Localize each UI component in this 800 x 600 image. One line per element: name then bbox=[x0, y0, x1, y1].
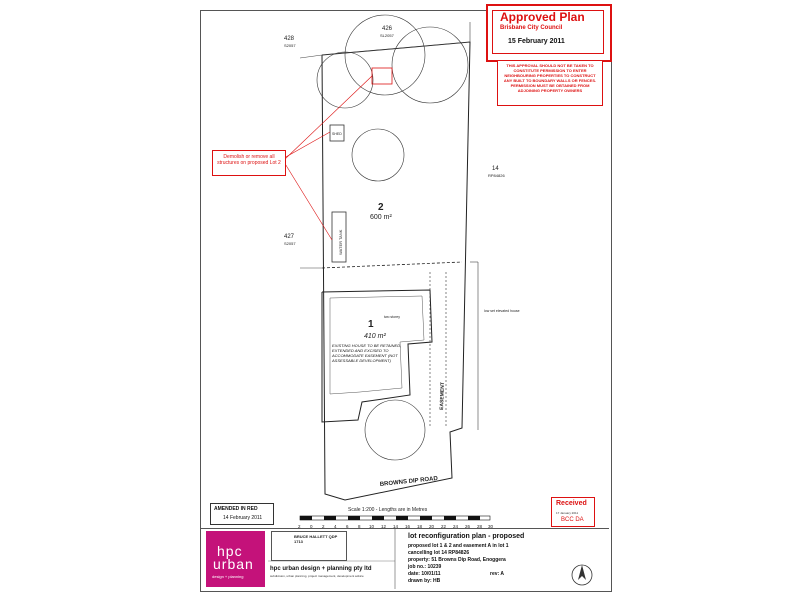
drawing-date: date: 10/01/11 bbox=[408, 571, 441, 577]
received-by: BCC DA bbox=[561, 517, 584, 523]
title-block bbox=[201, 528, 609, 590]
lot-boundary bbox=[321, 41, 471, 501]
drawing-proposal: proposed lot 1 & 2 and easement A in lot… bbox=[408, 543, 509, 549]
demolish-pointer bbox=[283, 131, 331, 159]
scale-tick: 2 bbox=[322, 524, 325, 529]
two-storey-label: two storey bbox=[384, 315, 400, 319]
neighbour-428-ref: S2057 bbox=[284, 43, 296, 48]
house-footprint bbox=[321, 289, 433, 423]
scale-tick: 28 bbox=[477, 524, 483, 529]
scale-tick: 8 bbox=[358, 524, 361, 529]
scale-tick: 6 bbox=[346, 524, 349, 529]
scale-tick: 0 bbox=[310, 524, 313, 529]
north-arrow-pointer bbox=[578, 565, 586, 580]
tree-canopy bbox=[344, 14, 426, 96]
logo-tagline: design + planning bbox=[212, 574, 244, 579]
tree-canopy bbox=[351, 128, 405, 182]
shed-label: SHED bbox=[332, 132, 342, 136]
certifier-name: BRUCE HALLETT QDP 1713 bbox=[294, 534, 338, 544]
house-note-label: low set elevated house bbox=[484, 309, 520, 313]
demolish-note: Demolish or remove all structures on pro… bbox=[212, 150, 286, 176]
demolish-text: Demolish or remove all structures on pro… bbox=[217, 154, 281, 166]
tree-canopy bbox=[364, 399, 426, 461]
neighbour-427-ref: S2057 bbox=[284, 241, 296, 246]
scale-bar bbox=[299, 515, 491, 521]
company-logo: hpc urban design + planning bbox=[206, 531, 265, 587]
drawing-drawn-by: drawn by: HB bbox=[408, 578, 441, 584]
approved-stamp: Approved Plan Brisbane City Council 15 F… bbox=[486, 4, 612, 62]
scale-tick: 26 bbox=[465, 524, 471, 529]
scale-tick: 18 bbox=[417, 524, 423, 529]
amended-box: AMENDED IN RED 14 February 2011 bbox=[210, 503, 274, 525]
company-services: subdivision, urban planning, project man… bbox=[270, 574, 364, 578]
lot-1-area: 410 m² bbox=[364, 333, 386, 340]
certifier-block: BRUCE HALLETT QDP 1713 bbox=[271, 531, 347, 561]
water-tank-label: WATER TANK bbox=[338, 229, 343, 255]
shed-structure bbox=[371, 67, 393, 85]
scale-tick: 16 bbox=[405, 524, 411, 529]
neighbour-line-428 bbox=[299, 54, 323, 59]
scale-tick: 24 bbox=[453, 524, 459, 529]
tree-canopy bbox=[391, 26, 469, 104]
lot-2-area: 600 m² bbox=[370, 214, 392, 221]
drawing-rev: rev: A bbox=[490, 571, 504, 577]
scale-tick: 10 bbox=[369, 524, 375, 529]
drawing-sheet bbox=[200, 10, 612, 592]
logo-line2: urban bbox=[213, 556, 254, 572]
stamp-date: 15 February 2011 bbox=[508, 38, 565, 45]
shed-structure bbox=[329, 124, 345, 142]
scale-tick: 30 bbox=[488, 524, 494, 529]
company-name: hpc urban design + planning pty ltd bbox=[270, 566, 372, 572]
scale-tick: 20 bbox=[429, 524, 435, 529]
stamp-council: Brisbane City Council bbox=[500, 25, 563, 31]
scale-tick: 2 bbox=[298, 524, 301, 529]
scale-tick: 12 bbox=[381, 524, 387, 529]
scale-text: Scale 1:200 - Lengths are in Metres bbox=[348, 507, 428, 513]
drawing-cancelling: cancelling lot 14 RP84826 bbox=[408, 550, 470, 556]
demolish-pointer bbox=[283, 161, 333, 241]
scale-tick: 14 bbox=[393, 524, 399, 529]
lot-division-line bbox=[321, 261, 463, 269]
neighbour-427: 427 bbox=[284, 234, 295, 240]
drawing-title: lot reconfiguration plan - proposed bbox=[408, 533, 525, 540]
logo-line1: hpc bbox=[217, 543, 243, 559]
received-label: Received bbox=[556, 500, 587, 507]
neighbour-14: 14 bbox=[492, 166, 499, 172]
neighbour-428: 428 bbox=[284, 36, 295, 42]
road-label: BROWNS DIP ROAD bbox=[380, 476, 439, 488]
conditions-note: This approval should not be taken to con… bbox=[497, 60, 603, 106]
received-stamp: Received 17 January 2011 BCC DA bbox=[551, 497, 595, 527]
house-inner-outline bbox=[329, 295, 425, 395]
lot-2-number: 2 bbox=[378, 202, 384, 213]
neighbour-14-ref: RP84826 bbox=[488, 173, 505, 178]
tree-canopy bbox=[316, 51, 374, 109]
stamp-title: Approved Plan bbox=[500, 10, 585, 24]
scale-tick: 22 bbox=[441, 524, 447, 529]
lot-1-note: EXISTING HOUSE TO BE RETAINED, EXTENDED … bbox=[332, 343, 402, 363]
neighbour-426: 426 bbox=[382, 26, 393, 32]
easement-label: EASEMENT bbox=[439, 382, 446, 410]
neighbour-426-ref: SL2057 bbox=[380, 33, 395, 38]
drawing-job: job no.: 10239 bbox=[408, 564, 442, 570]
received-date: 17 January 2011 bbox=[556, 511, 579, 515]
lot-1-number: 1 bbox=[368, 319, 374, 330]
water-tank-structure bbox=[331, 211, 347, 263]
scale-ticks: 2 0 2 4 6 8 10 12 14 16 18 20 22 24 26 2… bbox=[298, 524, 494, 529]
amended-date: 14 February 2011 bbox=[223, 515, 263, 521]
drawing-property: property: 51 Browns Dip Road, Enoggera bbox=[408, 557, 506, 563]
amended-label: AMENDED IN RED bbox=[214, 506, 258, 512]
demolish-pointer bbox=[283, 75, 373, 161]
stamp-frame bbox=[492, 10, 604, 54]
neighbour-line-426 bbox=[321, 41, 471, 56]
conditions-text: This approval should not be taken to con… bbox=[503, 63, 597, 93]
scale-tick: 4 bbox=[334, 524, 337, 529]
